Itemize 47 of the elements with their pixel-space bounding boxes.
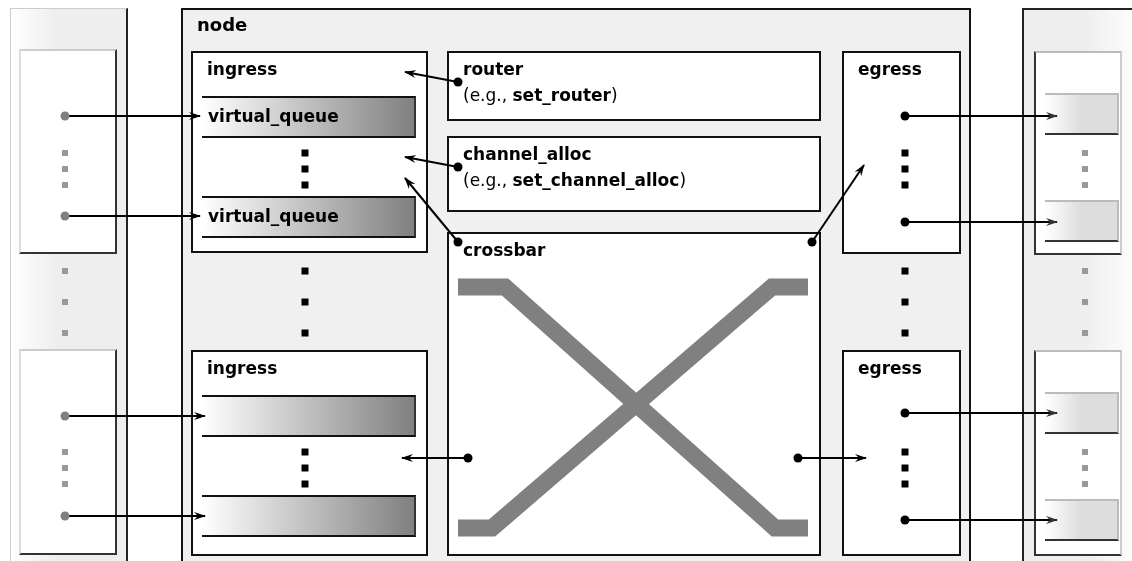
module-title: egress [858, 358, 922, 379]
port-box [1034, 350, 1122, 556]
arrow [60, 211, 201, 221]
module-example: (e.g., set_channel_alloc) [463, 170, 686, 191]
module-box [447, 51, 821, 121]
queue-bar [1045, 499, 1119, 541]
module-title: ingress [207, 59, 278, 80]
module-box [191, 350, 428, 556]
arrow [404, 177, 463, 247]
queue-bar [1045, 93, 1119, 135]
arrow [807, 164, 865, 247]
module-title: router [463, 59, 524, 80]
module-box [842, 350, 961, 556]
module-title: egress [858, 59, 922, 80]
queue-bar [202, 96, 416, 138]
arrow [401, 453, 473, 463]
arrow [60, 111, 201, 121]
module-title: node [197, 14, 248, 35]
module-example: (e.g., set_router) [463, 85, 618, 106]
arrow [900, 217, 1058, 227]
queue-label: virtual_queue [208, 206, 339, 227]
arrow [60, 411, 206, 421]
port-box [19, 349, 117, 555]
queue-label: virtual_queue [208, 106, 339, 127]
module-box [191, 51, 428, 253]
arrow [900, 111, 1058, 121]
queue-bar [202, 196, 416, 238]
queue-bar [202, 495, 416, 537]
module-title: channel_alloc [463, 144, 592, 165]
port-box [19, 49, 117, 254]
module-title: crossbar [463, 240, 546, 261]
queue-bar [1045, 200, 1119, 242]
port-box [1034, 51, 1122, 255]
arrow [900, 515, 1058, 525]
arrow [404, 155, 463, 172]
node-box [181, 8, 971, 561]
arrow [60, 511, 206, 521]
queue-bar [202, 395, 416, 437]
neighbor-node-panel [1022, 8, 1132, 561]
arrow [900, 408, 1058, 418]
queue-bar [1045, 392, 1119, 434]
arrow [404, 70, 463, 87]
module-box [447, 136, 821, 212]
module-title: ingress [207, 358, 278, 379]
neighbor-node-panel [10, 8, 128, 561]
module-box [842, 51, 961, 254]
arrow [793, 453, 867, 463]
